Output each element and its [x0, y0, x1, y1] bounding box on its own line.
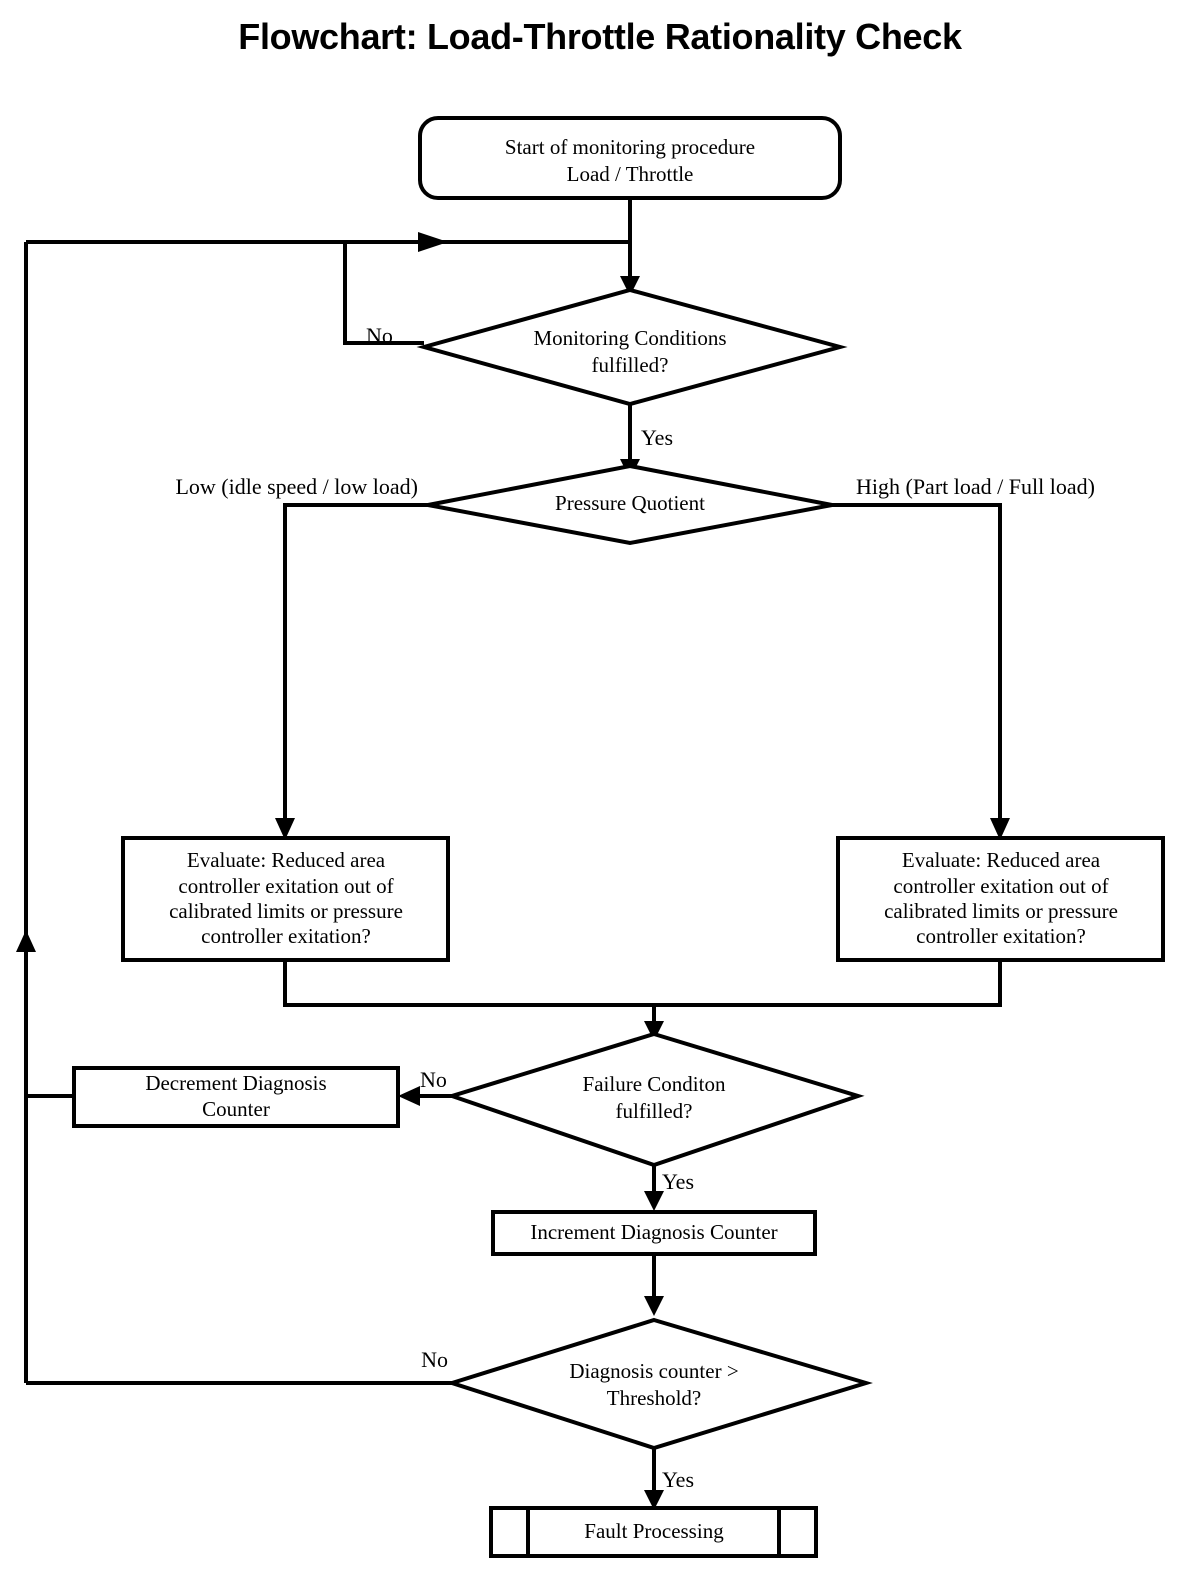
node-decrement-counter[interactable]: Decrement Diagnosis Counter	[72, 1066, 400, 1128]
edge-label-monitoring-yes: Yes	[641, 425, 673, 450]
arrowhead-pressure-low	[275, 818, 295, 840]
increment-line1: Increment Diagnosis Counter	[530, 1220, 777, 1244]
evaluate-low-line4: controller exitation?	[201, 924, 371, 948]
edge-label-monitoring-no: No	[366, 323, 393, 348]
start-shape	[418, 116, 842, 200]
pressure-quotient-shape	[427, 463, 833, 546]
evaluate-low-line1: Evaluate: Reduced area	[187, 848, 386, 872]
decrement-line1: Decrement Diagnosis	[145, 1071, 326, 1095]
fault-line1: Fault Processing	[584, 1519, 724, 1543]
node-fault-processing[interactable]: Fault Processing	[489, 1506, 818, 1558]
node-evaluate-high[interactable]: Evaluate: Reduced area controller exitat…	[836, 836, 1165, 962]
node-monitoring-conditions[interactable]: Monitoring Conditions fulfilled?	[416, 287, 848, 407]
evaluate-low-line2: controller exitation out of	[178, 874, 393, 898]
edge-label-pressure-low: Low (idle speed / low load)	[175, 474, 418, 499]
monitoring-conditions-shape	[416, 287, 848, 407]
arrowhead-pressure-high	[990, 818, 1010, 840]
connector-pressure-low	[283, 503, 428, 826]
arrowhead-left-rail-up	[16, 930, 36, 952]
edge-label-failure-no: No	[420, 1067, 447, 1092]
page-title: Flowchart: Load-Throttle Rationality Che…	[238, 16, 962, 57]
arrowhead-start-to-monitoring	[620, 276, 640, 296]
node-failure-condition[interactable]: Failure Conditon fulfilled?	[445, 1031, 865, 1168]
monitoring-label-line1: Monitoring Conditions	[533, 326, 726, 350]
arrowhead-failure-yes	[644, 1191, 664, 1211]
decrement-counter-shape	[72, 1066, 400, 1128]
evaluate-low-shape	[121, 836, 450, 962]
pressure-label-line1: Pressure Quotient	[555, 491, 705, 515]
failure-label-line2: fulfilled?	[616, 1099, 693, 1123]
connector-pressure-high	[832, 503, 1002, 826]
evaluate-high-shape	[836, 836, 1165, 962]
connector-monitoring-no-loop	[343, 240, 630, 345]
arrowhead-increment-to-threshold	[644, 1296, 664, 1316]
evaluate-high-line4: controller exitation?	[916, 924, 1086, 948]
edge-label-threshold-no: No	[421, 1347, 448, 1372]
evaluate-high-line1: Evaluate: Reduced area	[902, 848, 1101, 872]
fault-processing-shape	[489, 1506, 818, 1558]
node-evaluate-low[interactable]: Evaluate: Reduced area controller exitat…	[121, 836, 450, 962]
node-start[interactable]: Start of monitoring procedure Load / Thr…	[418, 116, 842, 200]
arrowhead-merge-to-failure	[644, 1021, 664, 1041]
node-pressure-quotient[interactable]: Pressure Quotient	[427, 463, 833, 546]
connector-evaluate-merge	[283, 960, 1002, 1007]
monitoring-label-line2: fulfilled?	[592, 353, 669, 377]
threshold-label-line2: Threshold?	[607, 1386, 701, 1410]
node-increment-counter[interactable]: Increment Diagnosis Counter	[491, 1210, 817, 1256]
evaluate-high-line3: calibrated limits or pressure	[884, 899, 1118, 923]
threshold-label-line1: Diagnosis counter >	[569, 1359, 738, 1383]
arrowhead-threshold-yes	[644, 1490, 664, 1510]
edge-label-threshold-yes: Yes	[662, 1467, 694, 1492]
failure-label-line1: Failure Conditon	[583, 1072, 726, 1096]
arrowhead-monitoring-no-rejoin	[418, 232, 448, 252]
counter-threshold-shape	[445, 1317, 873, 1451]
start-label-line1: Start of monitoring procedure	[505, 135, 755, 159]
evaluate-high-line2: controller exitation out of	[893, 874, 1108, 898]
evaluate-low-line3: calibrated limits or pressure	[169, 899, 403, 923]
decrement-line2: Counter	[202, 1097, 270, 1121]
edge-label-failure-yes: Yes	[662, 1169, 694, 1194]
node-counter-threshold[interactable]: Diagnosis counter > Threshold?	[445, 1317, 873, 1451]
increment-counter-shape	[491, 1210, 817, 1256]
edge-label-pressure-high: High (Part load / Full load)	[856, 474, 1095, 499]
arrowhead-failure-no	[398, 1086, 420, 1106]
failure-condition-shape	[445, 1031, 865, 1168]
start-label-line2: Load / Throttle	[567, 162, 694, 186]
